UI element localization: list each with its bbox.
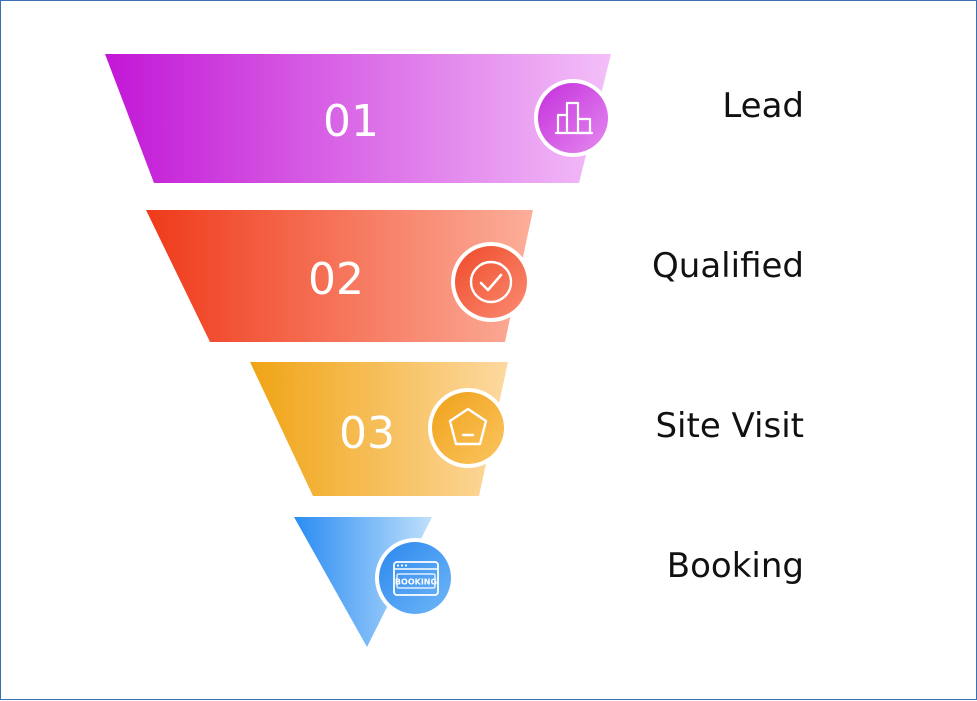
funnel-segment-3 bbox=[250, 362, 508, 496]
funnel-stage-qualified: 02 Qualified bbox=[146, 210, 804, 342]
funnel-stage-site-visit: 03 Site Visit bbox=[250, 362, 804, 496]
funnel-stage-lead: 01 Lead bbox=[105, 54, 804, 183]
stage-label-site-visit: Site Visit bbox=[655, 406, 804, 446]
funnel-stage-booking: BOOKING Booking bbox=[294, 517, 804, 647]
booking-browser-icon: BOOKING bbox=[375, 538, 455, 618]
stage-label-qualified: Qualified bbox=[652, 246, 804, 286]
booking-icon-text: BOOKING bbox=[395, 578, 437, 587]
bar-chart-icon bbox=[534, 79, 612, 157]
stage-label-booking: Booking bbox=[667, 546, 804, 586]
funnel-segment-1 bbox=[105, 54, 611, 183]
pentagon-icon bbox=[428, 388, 508, 468]
funnel-segment-2 bbox=[146, 210, 533, 342]
stage-number-2: 02 bbox=[308, 254, 364, 305]
stage-number-1: 01 bbox=[323, 96, 379, 147]
stage-number-3: 03 bbox=[339, 408, 395, 459]
check-circle-icon bbox=[451, 242, 531, 322]
stage-label-lead: Lead bbox=[722, 86, 804, 126]
